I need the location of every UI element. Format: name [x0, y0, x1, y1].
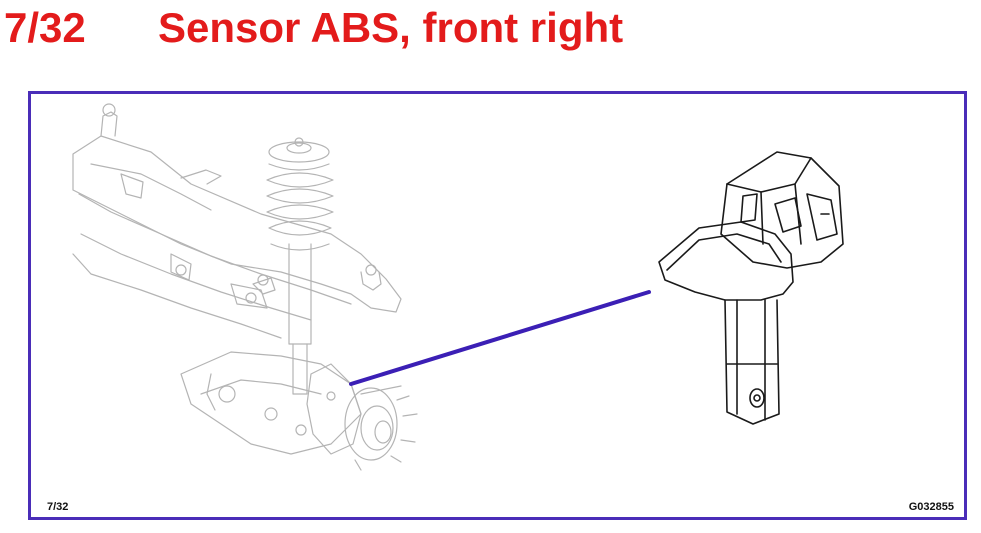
- suspension-assembly: [72, 103, 418, 471]
- diagram-frame: 7/32 G032855: [28, 91, 967, 520]
- diagram-illustration: [72, 103, 844, 471]
- title-row: 7/32 Sensor ABS, front right: [0, 0, 981, 60]
- section-number: 7/32: [4, 4, 86, 51]
- leader-line: [349, 290, 651, 386]
- figure-code-label: G032855: [908, 501, 954, 513]
- figure-number-label: 7/32: [47, 501, 69, 513]
- page-title: Sensor ABS, front right: [158, 4, 624, 51]
- abs-sensor-illustration: [658, 151, 844, 425]
